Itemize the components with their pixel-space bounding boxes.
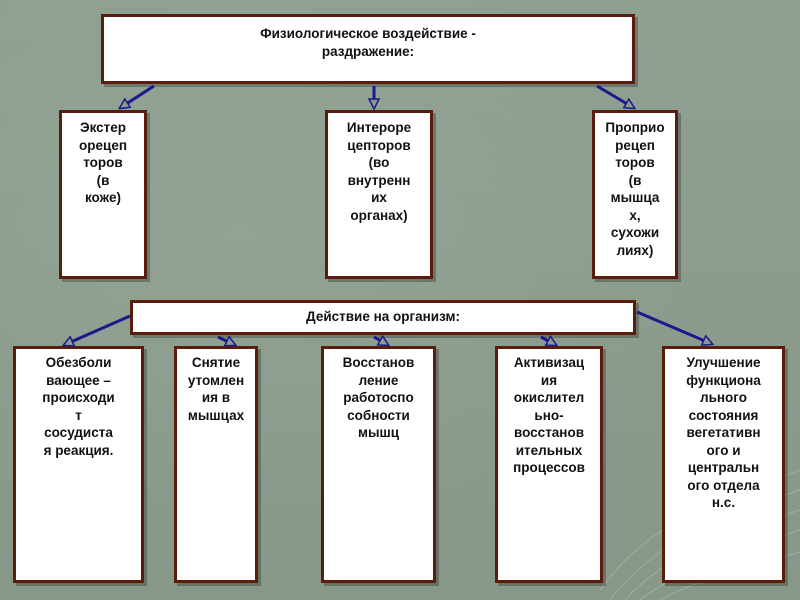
text-line: н.с. — [711, 495, 736, 510]
text-line: Проприо — [605, 120, 665, 135]
arrow-to-effect-3 — [373, 337, 388, 345]
exteroceptors-box: Экстер орецеп торов (в коже) — [59, 110, 147, 279]
text-line: орецеп — [79, 137, 127, 153]
arrow-to-effect-1 — [64, 314, 131, 345]
text-line: рецеп — [615, 137, 655, 153]
proprioceptors-box: Проприо рецеп торов (в мышца х, сухожи л… — [592, 110, 678, 279]
title-line-1: Физиологическое воздействие - — [260, 26, 476, 41]
text-line: ия — [540, 372, 558, 388]
text-line: (во — [368, 155, 390, 170]
interoceptors-box: Интероре цепторов (во внутренн их органа… — [325, 110, 433, 279]
text-line: состояния — [688, 407, 759, 423]
text-line: сухожи — [610, 225, 660, 240]
text-line: коже) — [84, 190, 122, 205]
text-line: Улучшение — [686, 355, 761, 370]
text-line: мышц — [357, 425, 400, 440]
text-line: торов — [83, 155, 123, 170]
text-line: Обезболи — [45, 355, 112, 370]
text-line: вающее – — [46, 372, 111, 388]
text-line: ого и — [706, 442, 741, 458]
effect-recovery-box: Восстанов ление работоспо собности мышц — [321, 346, 436, 583]
text-line: внутренн — [347, 172, 411, 188]
text-line: лиях) — [616, 242, 654, 258]
text-line: их — [371, 190, 387, 205]
text-line: Интероре — [346, 120, 412, 135]
text-line: собности — [347, 407, 410, 423]
text-line: я реакция. — [43, 442, 114, 458]
text-line: ление — [358, 372, 399, 388]
arrow-to-proprioceptors — [596, 84, 634, 108]
text-line: льного — [700, 390, 747, 405]
effect-nervous-system-box: Улучшение функциона льного состояния вег… — [662, 346, 785, 583]
text-line: Экстер — [79, 120, 127, 135]
text-line: Снятие — [191, 355, 241, 370]
effect-fatigue-relief-box: Снятие утомлен ия в мышцах — [174, 346, 258, 583]
arrow-to-effect-5 — [636, 310, 712, 344]
action-label: Действие на организм: — [306, 309, 460, 324]
text-line: происходи — [42, 390, 115, 405]
text-line: цепторов — [347, 137, 411, 153]
action-box: Действие на организм: — [130, 300, 636, 335]
text-line: сосудиста — [44, 425, 113, 440]
text-line: торов — [615, 155, 655, 170]
text-line: т — [75, 407, 82, 423]
text-line: мышца — [610, 190, 660, 205]
text-line: ия в — [201, 390, 231, 405]
text-line: Активизац — [513, 355, 585, 370]
text-line: Восстанов — [342, 355, 415, 370]
text-line: мышцах — [187, 407, 245, 423]
text-line: ьно- — [534, 407, 564, 423]
text-line: ительных — [515, 442, 583, 458]
text-line: процессов — [513, 460, 585, 475]
title-line-2: раздражение: — [321, 43, 415, 59]
effect-analgesic-box: Обезболи вающее – происходи т сосудиста … — [13, 346, 144, 583]
title-box: Физиологическое воздействие - раздражени… — [101, 14, 635, 84]
text-line: утомлен — [187, 372, 245, 388]
text-line: (в — [96, 172, 110, 188]
text-line: органах) — [350, 207, 408, 223]
text-line: х, — [629, 207, 641, 223]
text-line: функциона — [686, 372, 761, 388]
arrow-to-effect-2 — [217, 337, 235, 345]
effect-redox-box: Активизац ия окислител ьно- восстанов ит… — [495, 346, 603, 583]
text-line: восстанов — [513, 425, 585, 440]
text-line: вегетативн — [686, 425, 761, 440]
text-line: ого отдела — [687, 477, 760, 493]
text-line: работоспо — [343, 390, 414, 405]
text-line: центральн — [687, 460, 760, 475]
arrow-to-effect-4 — [540, 337, 556, 347]
arrow-to-exteroceptors — [120, 84, 155, 108]
text-line: (в — [628, 172, 642, 188]
text-line: окислител — [513, 390, 585, 405]
